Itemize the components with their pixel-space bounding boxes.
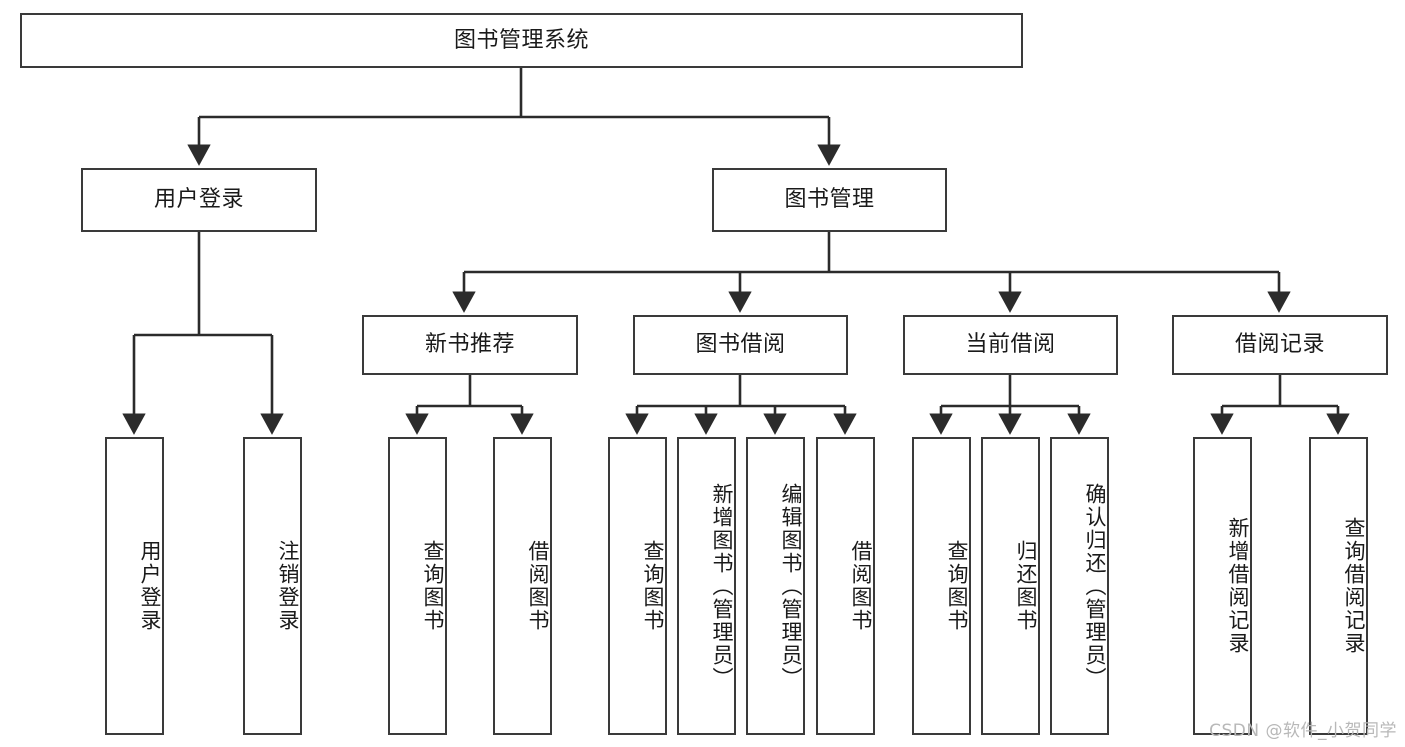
node-user-login[interactable]: 用户登录 [81, 168, 317, 232]
node-current-borrow[interactable]: 当前借阅 [903, 315, 1118, 375]
node-new-book-recommend[interactable]: 新书推荐 [362, 315, 578, 375]
node-borrow-record[interactable]: 借阅记录 [1172, 315, 1388, 375]
node-leaf-query-book-2[interactable]: 查询图书 [608, 437, 667, 735]
leaf-label: 借阅图书 [526, 540, 550, 632]
leaf-label: 查询借阅记录 [1342, 517, 1366, 655]
node-leaf-add-book[interactable]: 新增图书（管理员） [677, 437, 736, 735]
leaf-label: 编辑图书（管理员） [779, 482, 803, 690]
node-book-borrow-label: 图书借阅 [695, 332, 786, 358]
node-leaf-query-book-3[interactable]: 查询图书 [912, 437, 971, 735]
node-root-label: 图书管理系统 [453, 27, 589, 53]
leaf-label: 注销登录 [276, 540, 300, 632]
node-new-book-recommend-label: 新书推荐 [424, 332, 515, 358]
leaf-label: 查询图书 [945, 540, 969, 632]
leaf-label: 借阅图书 [849, 540, 873, 632]
watermark: CSDN @软件_小贺同学 [1209, 721, 1397, 741]
leaf-label: 用户登录 [138, 540, 162, 632]
node-current-borrow-label: 当前借阅 [965, 332, 1056, 358]
node-leaf-user-logout[interactable]: 注销登录 [243, 437, 302, 735]
node-book-manage[interactable]: 图书管理 [712, 168, 947, 232]
node-leaf-borrow-book-1[interactable]: 借阅图书 [493, 437, 552, 735]
leaf-label: 新增图书（管理员） [710, 482, 734, 690]
leaf-label: 查询图书 [421, 540, 445, 632]
node-book-manage-label: 图书管理 [784, 187, 875, 213]
node-borrow-record-label: 借阅记录 [1234, 332, 1325, 358]
node-leaf-return-book[interactable]: 归还图书 [981, 437, 1040, 735]
node-leaf-add-record[interactable]: 新增借阅记录 [1193, 437, 1252, 735]
node-root[interactable]: 图书管理系统 [20, 13, 1023, 68]
node-leaf-query-book-1[interactable]: 查询图书 [388, 437, 447, 735]
node-leaf-confirm-return[interactable]: 确认归还（管理员） [1050, 437, 1109, 735]
node-leaf-user-login[interactable]: 用户登录 [105, 437, 164, 735]
leaf-label: 归还图书 [1014, 540, 1038, 632]
node-book-borrow[interactable]: 图书借阅 [633, 315, 848, 375]
leaf-label: 查询图书 [641, 540, 665, 632]
node-leaf-edit-book[interactable]: 编辑图书（管理员） [746, 437, 805, 735]
node-user-login-label: 用户登录 [153, 187, 244, 213]
node-leaf-query-record[interactable]: 查询借阅记录 [1309, 437, 1368, 735]
node-leaf-borrow-book-2[interactable]: 借阅图书 [816, 437, 875, 735]
leaf-label: 新增借阅记录 [1226, 517, 1250, 655]
leaf-label: 确认归还（管理员） [1083, 482, 1107, 690]
